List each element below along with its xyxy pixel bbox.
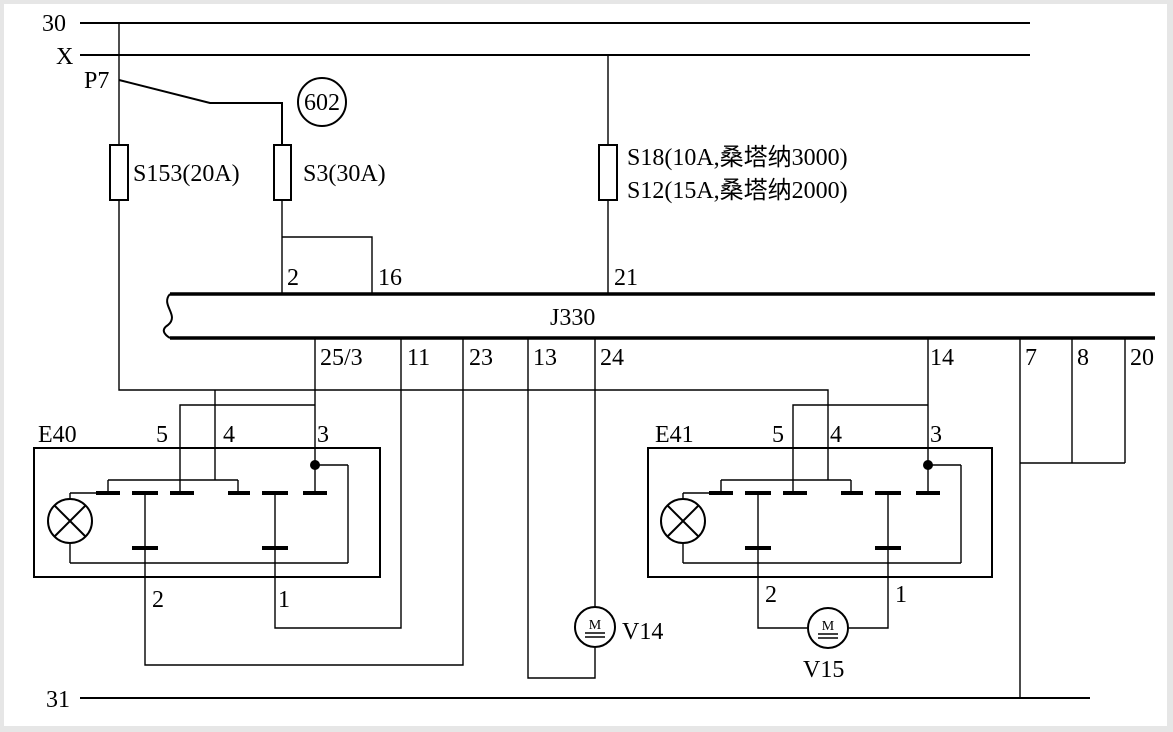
motor-v15-label: V15 [803, 657, 844, 683]
switch-e40-label: E40 [38, 422, 77, 448]
e41-terminal-4: 4 [830, 422, 842, 448]
e41-terminal-3: 3 [930, 422, 942, 448]
p7-wire [118, 79, 283, 145]
motor-v15-wiring [757, 548, 889, 629]
motor-v14-wiring [527, 338, 596, 679]
e41-terminal-1: 1 [895, 582, 907, 608]
canvas [4, 4, 1167, 726]
fuse-s3-label: S3(30A) [303, 161, 386, 187]
pin-24-label: 24 [600, 345, 624, 371]
e41-terminal-5: 5 [772, 422, 784, 448]
motor-v15-symbol: M [822, 619, 835, 634]
pin-11-label: 11 [407, 345, 430, 371]
e40-terminal-3: 3 [317, 422, 329, 448]
e40-terminal-2: 2 [152, 587, 164, 613]
e40-output-wiring [144, 338, 464, 666]
fuse-s153-label: S153(20A) [133, 161, 240, 187]
pin-20-label: 20 [1130, 345, 1154, 371]
e41-terminal-2: 2 [765, 582, 777, 608]
pin-16-label: 16 [378, 265, 402, 291]
pin-21-label: 21 [614, 265, 638, 291]
pin-2-label: 2 [287, 265, 299, 291]
motor-v14-label: V14 [622, 619, 663, 645]
e41-feed-wiring [792, 338, 929, 493]
pin-8-label: 8 [1077, 345, 1089, 371]
rail-30-label: 30 [42, 11, 66, 37]
switch-e41 [647, 447, 993, 578]
e40-terminal-4: 4 [223, 422, 235, 448]
ref-602-label: 602 [304, 90, 340, 116]
motor-v15 [807, 607, 849, 649]
fuse-s18-label: S18(10A,桑塔纳3000) [627, 144, 848, 171]
e40-terminal-1: 1 [278, 587, 290, 613]
wire-s3-pin16 [282, 236, 373, 294]
pin-23-label: 23 [469, 345, 493, 371]
switch-e40 [33, 447, 381, 578]
pin-7-label: 7 [1025, 345, 1037, 371]
e40-terminal-5: 5 [156, 422, 168, 448]
rail-x-label: X [56, 44, 73, 70]
wire-s153-to-terminal4 [118, 200, 829, 465]
relay-p7-label: P7 [84, 68, 109, 94]
ref-602-circle [297, 77, 347, 127]
rail-31-label: 31 [46, 687, 70, 713]
pin-25-3-label: 25/3 [320, 345, 363, 371]
fuse-s12-label: S12(15A,桑塔纳2000) [627, 177, 848, 204]
e40-feed-wiring [179, 338, 316, 493]
switch-e41-label: E41 [655, 422, 694, 448]
control-unit-label: J330 [550, 305, 595, 331]
pin-13-label: 13 [533, 345, 557, 371]
motor-v14-symbol: M [589, 618, 602, 633]
ground-pins-wiring [1019, 338, 1126, 698]
control-unit-j330 [162, 292, 1155, 340]
pin-14-label: 14 [930, 345, 954, 371]
motor-v14 [574, 606, 616, 648]
